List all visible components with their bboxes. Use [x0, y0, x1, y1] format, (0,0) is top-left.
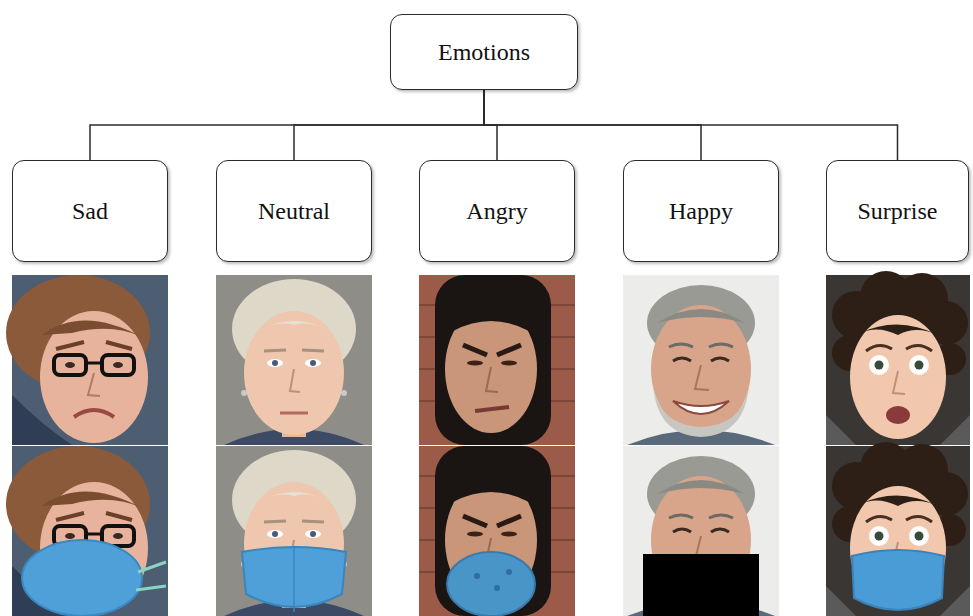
neutral-masked-photo-part — [216, 446, 372, 616]
node-label: Angry — [466, 198, 527, 225]
neutral-masked-photo — [216, 446, 372, 616]
surprise-photo-part — [826, 271, 970, 445]
angry-photo-part — [419, 275, 575, 445]
angry-masked-photo-part — [494, 585, 500, 591]
neutral-photo — [216, 275, 372, 445]
node-label: Neutral — [258, 198, 330, 225]
node-label: Happy — [669, 198, 733, 225]
surprise-masked-photo — [826, 442, 970, 616]
sad-masked-photo-part — [6, 446, 168, 616]
neutral-masked-photo-part — [293, 546, 295, 612]
surprise-masked-photo-part — [852, 550, 944, 610]
happy-photo-part — [623, 275, 779, 445]
node-label: Surprise — [858, 198, 938, 225]
angry-masked-photo-part — [474, 573, 480, 579]
sad-photo — [6, 275, 168, 445]
node-label: Emotions — [438, 39, 530, 66]
node-label: Sad — [72, 198, 108, 225]
emotion-box: Angry — [419, 160, 575, 262]
angry-photo — [419, 275, 575, 445]
surprise-masked-photo-part — [826, 442, 970, 616]
root-box: Emotions — [390, 14, 578, 90]
happy-masked-photo-part — [623, 446, 779, 616]
angry-masked-photo-part — [419, 446, 575, 616]
sad-masked-photo-part — [136, 562, 166, 590]
neutral-photo-part — [216, 275, 372, 445]
emotion-box: Surprise — [826, 160, 969, 262]
angry-masked-photo-part — [447, 552, 535, 616]
emotion-box: Neutral — [216, 160, 372, 262]
tree-connector — [484, 90, 898, 160]
sad-masked-photo — [6, 446, 168, 616]
tree-connector — [90, 90, 484, 160]
emotion-box: Happy — [623, 160, 779, 262]
angry-masked-photo — [419, 446, 575, 616]
angry-masked-photo-part — [506, 569, 512, 575]
happy-masked-photo — [623, 446, 779, 616]
happy-masked-photo-part — [643, 554, 759, 616]
surprise-photo — [826, 271, 970, 445]
sad-masked-photo-part — [22, 540, 142, 616]
tree-connector — [294, 90, 484, 160]
sad-photo-part — [6, 275, 168, 445]
happy-photo — [623, 275, 779, 445]
emotion-box: Sad — [12, 160, 168, 262]
